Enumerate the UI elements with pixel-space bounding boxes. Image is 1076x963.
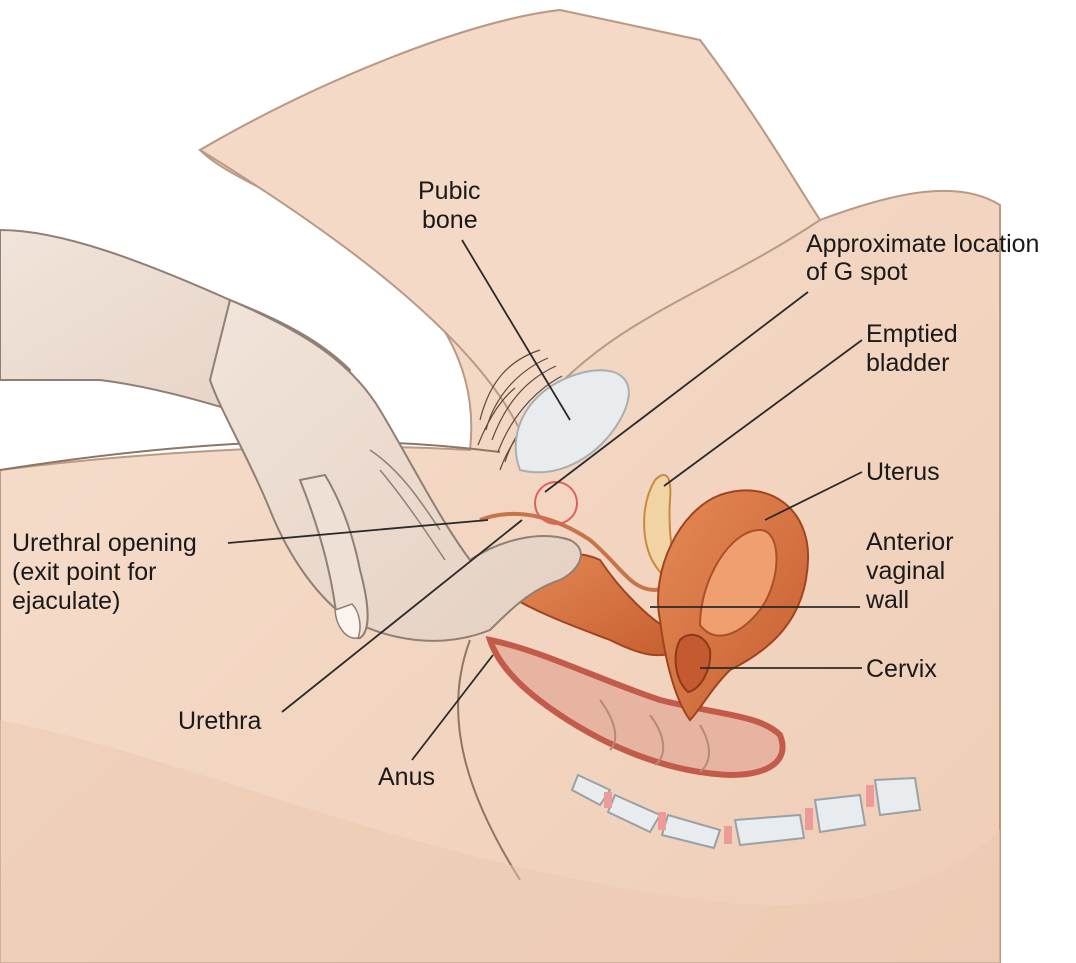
label-cervix-line1: Cervix (866, 655, 937, 683)
label-urethral-opening-line1: Urethral opening (12, 529, 197, 557)
label-vaginal-wall-line3: wall (865, 586, 909, 614)
label-urethral-opening-line2: (exit point for (12, 558, 157, 586)
label-bladder-line2: bladder (866, 349, 949, 377)
label-uterus-line1: Uterus (866, 458, 940, 486)
label-pubic-bone-line1: Pubic (418, 177, 481, 205)
label-anus-line1: Anus (378, 763, 435, 791)
label-bladder-line1: Emptied (866, 320, 958, 348)
label-g-spot-line1: Approximate location (806, 230, 1039, 258)
label-uterus: Uterus (866, 458, 940, 486)
label-vaginal-wall-line1: Anterior (866, 528, 954, 556)
label-vaginal-wall-line2: vaginal (866, 557, 945, 585)
label-anus: Anus (378, 763, 435, 791)
label-urethra-line1: Urethra (178, 707, 261, 735)
label-g-spot-line2: of G spot (806, 258, 907, 286)
label-urethra: Urethra (178, 707, 261, 735)
label-pubic-bone-line2: bone (422, 206, 478, 234)
label-pubic-bone: Pubic bone (418, 177, 488, 234)
label-urethral-opening-line3: ejaculate) (12, 587, 120, 615)
label-cervix: Cervix (866, 655, 937, 683)
